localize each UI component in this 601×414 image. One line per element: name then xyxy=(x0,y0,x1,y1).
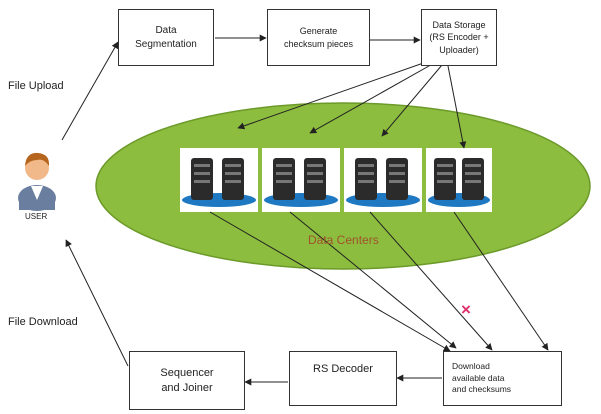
arrow-server-4-to-download xyxy=(453,211,549,351)
sequencer-joiner-box: Sequencer and Joiner xyxy=(129,351,245,410)
data-segmentation-box: Data Segmentation xyxy=(118,9,214,66)
rs-decoder-label: RS Decoder xyxy=(313,363,373,375)
arrow-user-to-segmentation xyxy=(61,41,119,141)
user-icon xyxy=(18,152,56,211)
sequencer-joiner-label: Sequencer and Joiner xyxy=(160,366,214,394)
server-rack-icon xyxy=(355,158,408,200)
data-segmentation-label: Data Segmentation xyxy=(135,25,197,50)
arrow-storage-to-server-3 xyxy=(381,64,443,137)
failure-marker: × xyxy=(461,300,471,319)
server-rack-icon xyxy=(273,158,326,200)
arrow-storage-to-server-2 xyxy=(309,61,437,134)
arrow-storage-to-server-1 xyxy=(237,59,433,130)
data-storage-box: Data Storage (RS Encoder + Uploader) xyxy=(421,9,497,66)
rs-decoder-box: RS Decoder xyxy=(289,351,397,406)
server-panel-3 xyxy=(344,148,422,212)
generate-checksum-label: Generate checksum pieces xyxy=(283,26,354,49)
data-centers-label: Data Centers xyxy=(308,233,379,247)
arrow-storage-to-server-4 xyxy=(447,65,467,149)
arrow-server-3-to-download xyxy=(369,211,493,351)
generate-checksum-box: Generate checksum pieces xyxy=(267,9,370,66)
server-panel-4 xyxy=(426,148,492,212)
file-download-label: File Download xyxy=(8,316,78,328)
server-panel-1 xyxy=(180,148,258,212)
data-storage-label: Data Storage (RS Encoder + Uploader) xyxy=(429,20,489,55)
server-rack-icon xyxy=(191,158,244,200)
arrow-server-1-to-download xyxy=(209,211,451,352)
user-label: USER xyxy=(25,212,48,221)
download-label: Download available data and checksums xyxy=(452,361,512,395)
arrow-server-2-to-download xyxy=(289,211,457,349)
data-centers-ellipse xyxy=(95,102,591,270)
server-rack-icon xyxy=(434,158,484,200)
arrow-sequencer-to-user xyxy=(65,239,129,367)
file-upload-label: File Upload xyxy=(8,80,64,92)
download-box: Download available data and checksums xyxy=(443,351,562,406)
server-panel-2 xyxy=(262,148,340,212)
